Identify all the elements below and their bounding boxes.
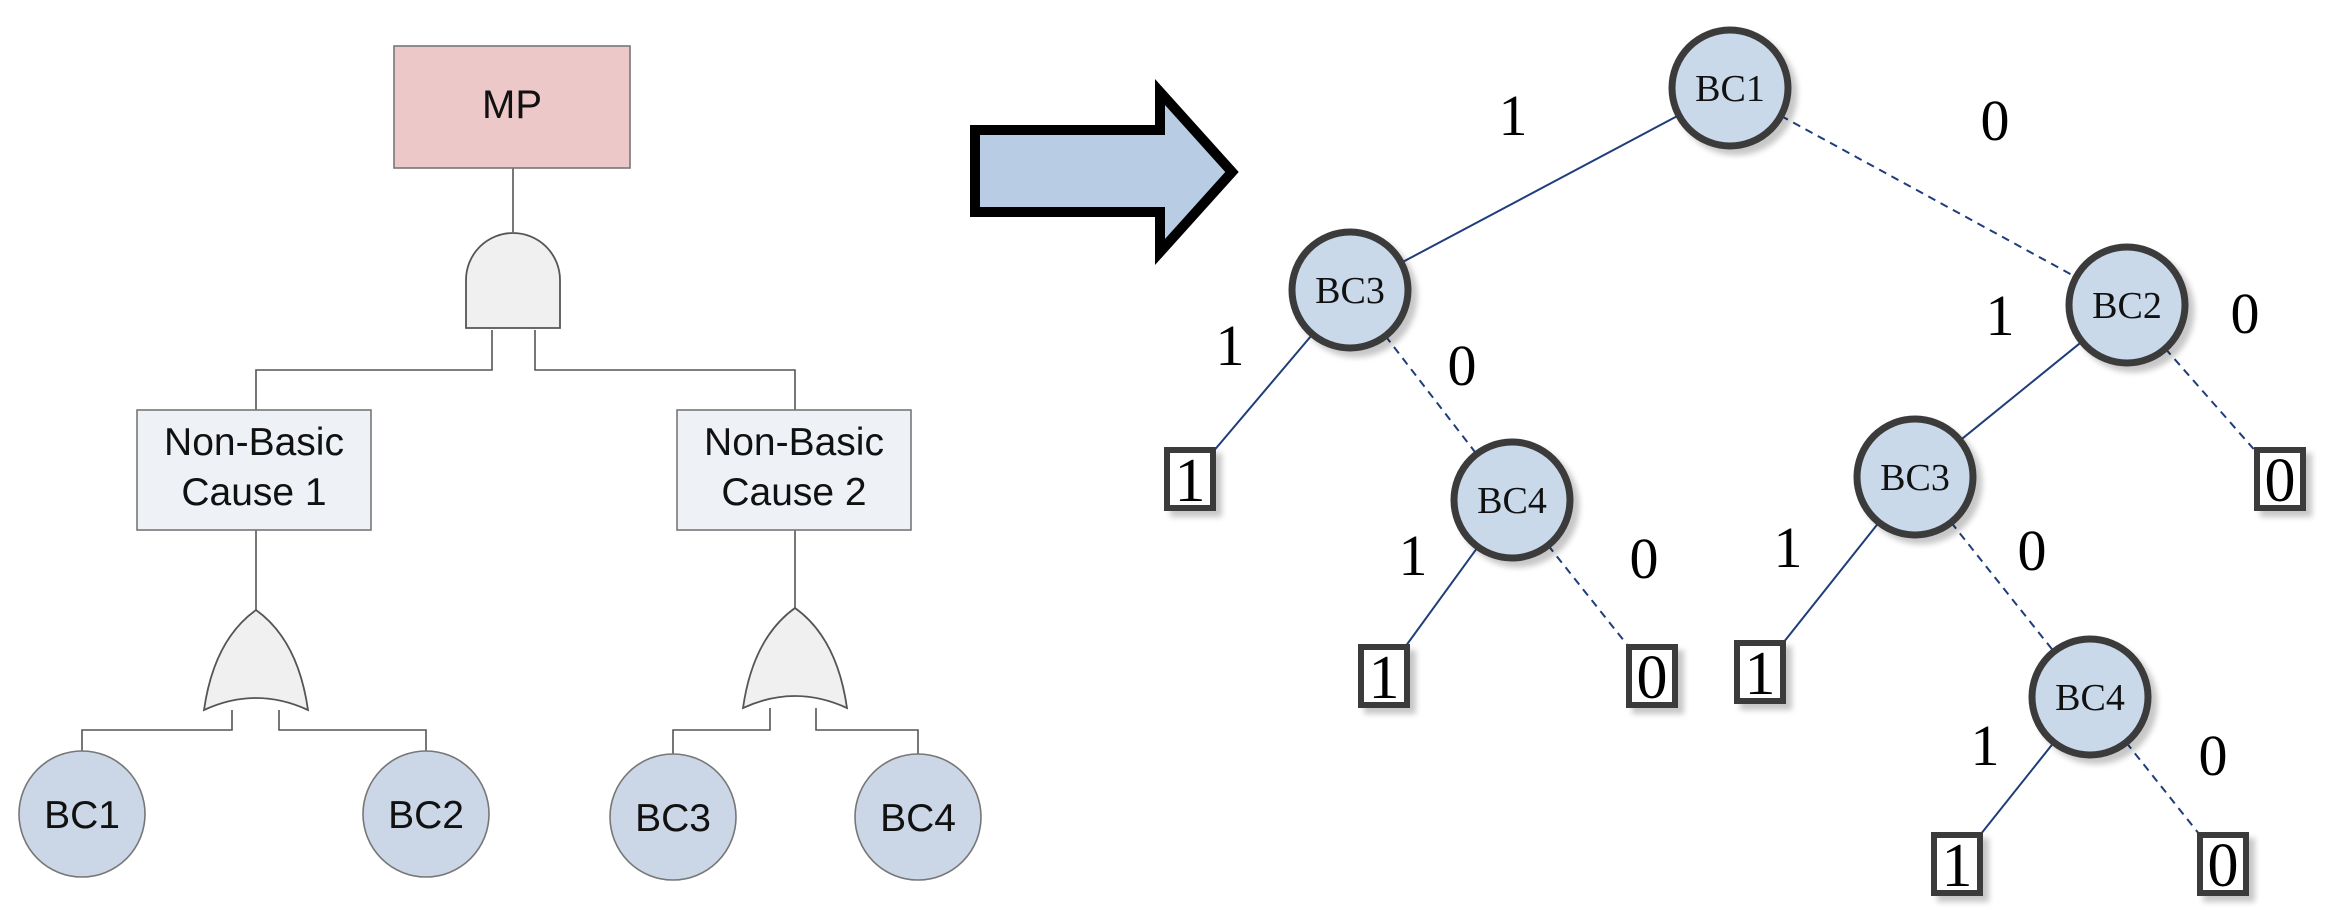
bdd-edge-label: 0	[1448, 333, 1477, 398]
bdd-edge-low	[2125, 741, 2200, 835]
svg-text:0: 0	[2208, 832, 2239, 900]
svg-text:BC3: BC3	[635, 797, 711, 840]
bdd-edge-labels: 1 0 1 0 1 0 1 0 1 0 1 0	[1216, 83, 2260, 788]
bdd-edge-label: 1	[1986, 283, 2015, 348]
svg-text:1: 1	[1745, 640, 1776, 708]
svg-text:1: 1	[1942, 832, 1973, 900]
bdd-edge-label: 0	[2231, 281, 2260, 346]
bdd-terminal: 0	[2254, 447, 2306, 515]
bdd-edge-low	[1384, 335, 1478, 455]
basic-event-bc4: BC4	[854, 753, 982, 881]
bdd-terminal: 1	[1164, 447, 1216, 515]
bdd-node-bc2: BC2	[2065, 243, 2189, 367]
intermediate-event-box-2	[676, 409, 912, 531]
bdd-terminal: 1	[1931, 832, 1983, 900]
fault-tree-connectors	[81, 168, 919, 760]
bdd-edge-high	[1959, 340, 2083, 442]
bdd-edge-high	[1400, 114, 1680, 264]
bdd-terminal: 0	[1626, 644, 1678, 712]
bdd-edge-low	[2164, 347, 2255, 450]
intermediate-event-box-1	[136, 409, 372, 531]
basic-event-bc1: BC1	[18, 750, 146, 878]
bdd-node-bc3: BC3	[1853, 415, 1977, 539]
svg-text:1: 1	[1175, 447, 1206, 515]
bdd-node-bc3: BC3	[1288, 228, 1412, 352]
bdd-node-bc4: BC4	[1450, 438, 1574, 562]
bdd-edge-high	[1980, 741, 2055, 835]
bdd-edge-label: 0	[2018, 518, 2047, 583]
svg-text:BC1: BC1	[44, 794, 120, 837]
bdd-edge-low	[1780, 114, 2077, 279]
bdd-edge-label: 1	[1216, 313, 1245, 378]
bdd-edge-label: 1	[1774, 515, 1803, 580]
svg-text:BC1: BC1	[1695, 68, 1765, 110]
bdd-edge-high	[1214, 333, 1314, 450]
svg-text:BC2: BC2	[2092, 285, 2162, 327]
bdd-edge-high	[1783, 521, 1880, 643]
bdd-edge-label: 0	[1981, 88, 2010, 153]
basic-event-bc3: BC3	[609, 753, 737, 881]
svg-text:BC4: BC4	[1477, 480, 1547, 522]
bdd-terminals: 1 1 0 0 1 1 0	[1164, 447, 2306, 900]
bdd-terminal: 0	[2197, 832, 2249, 900]
bdd-terminal: 1	[1358, 644, 1410, 712]
top-event-label: MP	[482, 83, 542, 127]
svg-text:BC4: BC4	[2055, 677, 2125, 719]
top-event-box	[393, 45, 631, 169]
bdd-node-bc4: BC4	[2028, 635, 2152, 759]
basic-event-bc2: BC2	[362, 750, 490, 878]
bdd-edge-label: 1	[1971, 713, 2000, 778]
bdd-edge-label: 0	[1630, 526, 1659, 591]
bdd-edge-low	[1547, 544, 1629, 647]
or-gate-icon-1	[202, 608, 310, 712]
and-gate-icon	[465, 232, 561, 329]
svg-text:1: 1	[1369, 644, 1400, 712]
bdd-edges	[1214, 114, 2255, 835]
svg-text:0: 0	[1637, 644, 1668, 712]
svg-text:BC3: BC3	[1880, 457, 1950, 499]
bdd-edge-label: 1	[1499, 83, 1528, 148]
bdd-terminal: 1	[1734, 640, 1786, 708]
svg-text:0: 0	[2265, 447, 2296, 515]
svg-text:BC2: BC2	[388, 794, 464, 837]
transform-arrow-icon	[970, 78, 1239, 266]
bdd-edge-label: 0	[2199, 723, 2228, 788]
bdd-edge-label: 1	[1399, 523, 1428, 588]
bdd-node-bc1: BC1	[1668, 26, 1792, 150]
or-gate-icon-2	[741, 606, 849, 710]
svg-text:BC4: BC4	[880, 797, 956, 840]
bdd-edge-high	[1405, 546, 1479, 647]
svg-text:BC3: BC3	[1315, 270, 1385, 312]
